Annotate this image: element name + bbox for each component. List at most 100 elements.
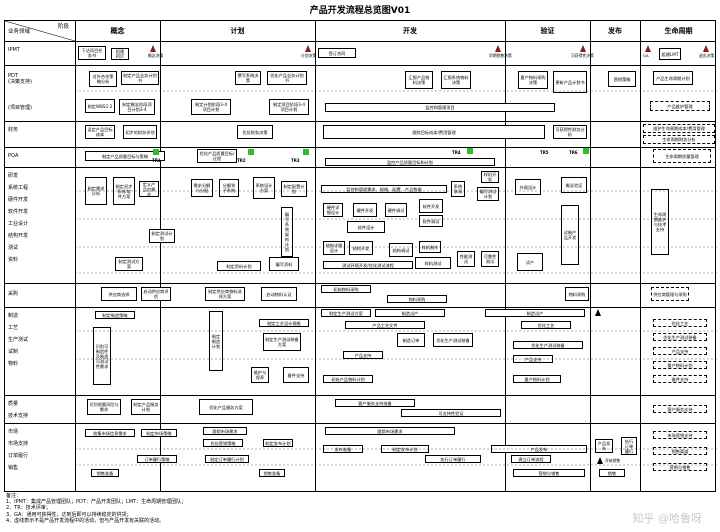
flow-box: 试制产品开发 bbox=[561, 205, 579, 265]
phase-plan: 计划 bbox=[230, 27, 245, 35]
flow-box: 更新产品计划书 bbox=[553, 71, 587, 93]
flow-box: 样机测试 bbox=[415, 257, 451, 269]
row-label-rd: 研发 系统工程 硬件开发 软件开发 工业设计 结构开发 测试 资料 bbox=[8, 173, 29, 263]
flow-box: 启动供应商评估 bbox=[141, 287, 171, 301]
flow-box: 制定产品业务计划书 bbox=[121, 71, 159, 85]
row-label-quality: 质量 技术支持 bbox=[8, 401, 29, 419]
flow-box: 试产 bbox=[517, 253, 543, 271]
phase-lifecycle: 生命周期 bbox=[664, 27, 693, 35]
row-label-purchase: 采购 bbox=[8, 291, 19, 297]
flow-grid: 阶段 业务领域 概念 计划 开发 验证 发布 生命周期 IPMT PDT (决策… bbox=[4, 20, 717, 492]
flow-box: 组建LMT bbox=[659, 48, 681, 60]
flow-box-dashed: 客户服务支持 bbox=[653, 405, 707, 413]
flow-box: 识别可制造性及制造可测试性需求 bbox=[93, 327, 111, 385]
tr-tag: TR5 bbox=[540, 150, 549, 155]
flow-box: 初始产品物料计划 bbox=[323, 375, 373, 383]
flow-box: 建立订单流程 bbox=[511, 455, 551, 463]
flow-box: 组建PDT bbox=[111, 48, 129, 60]
decision-triangle-icon bbox=[580, 45, 586, 52]
flow-box: 制定测试计划 bbox=[149, 229, 175, 243]
flow-box: 初步的财务评估 bbox=[123, 125, 157, 139]
flow-box-dashed: 销售渠道 bbox=[653, 447, 707, 455]
col-divider bbox=[505, 21, 506, 491]
flow-box: 可靠性测试 bbox=[481, 251, 499, 267]
header-corner: 阶段 业务领域 bbox=[5, 21, 75, 41]
flow-box: 营销与销售 bbox=[513, 469, 585, 477]
row-divider bbox=[5, 121, 715, 122]
flow-box: 制定制造计划 bbox=[209, 311, 223, 371]
flow-box: 生命周期维护与技术支持 bbox=[651, 189, 669, 255]
tr-tag: TR3 bbox=[291, 158, 300, 163]
flow-box: 硬件开发 bbox=[353, 203, 377, 217]
flow-box-dashed: 产品维护管理 bbox=[650, 101, 710, 111]
flow-box: 制定生产测试方案 bbox=[321, 309, 371, 317]
flow-box: 优化产品质量目标/过程 bbox=[197, 149, 237, 163]
row-divider bbox=[5, 423, 715, 424]
flow-box: 编写资料 bbox=[269, 257, 299, 271]
ga-label: GA bbox=[643, 53, 649, 58]
flow-box: 产品工艺文件 bbox=[345, 321, 425, 329]
flow-box: 发布准备 bbox=[323, 445, 363, 453]
flow-box: 跟踪市场需求 bbox=[325, 427, 455, 435]
flow-box: 制定供应商物料选择方案 bbox=[205, 287, 245, 301]
row-divider bbox=[5, 65, 715, 66]
tr-tag: TR6 bbox=[569, 150, 578, 155]
flow-box: 制定需求分析 bbox=[85, 177, 107, 205]
row-label-pqa: PQA bbox=[8, 153, 19, 159]
tr-square-icon bbox=[153, 149, 159, 155]
milestone-triangle-icon bbox=[595, 309, 601, 316]
flow-box: 分解到子系统 bbox=[219, 179, 239, 197]
flow-box: 制定市场策略 bbox=[141, 429, 177, 437]
flow-box: 制定资料计划 bbox=[217, 261, 261, 271]
flow-box: 制定WBS1-2 bbox=[85, 99, 115, 113]
tr-square-icon bbox=[583, 148, 589, 154]
flow-box: 优化产品服务方案 bbox=[199, 399, 253, 415]
flow-box: 制造试产 bbox=[485, 309, 585, 317]
flow-box: 优化产品业务计划书 bbox=[267, 71, 307, 85]
row-divider bbox=[5, 395, 715, 396]
decision-label: 可获得性决策 bbox=[571, 53, 594, 58]
flow-box: 制造试产 bbox=[375, 309, 445, 317]
decision-triangle-icon bbox=[150, 45, 156, 52]
flow-box: 硬件调试 bbox=[385, 203, 407, 217]
phase-verify: 验证 bbox=[540, 27, 555, 35]
flow-box: 制造订单 bbox=[397, 333, 425, 347]
flow-box: 需求分解与分配 bbox=[191, 179, 213, 197]
row-divider bbox=[5, 147, 715, 148]
flow-box: 样机制作 bbox=[419, 241, 441, 253]
flow-box-dashed: 生命周期质量管理 bbox=[653, 149, 711, 163]
decision-triangle-icon bbox=[703, 45, 709, 52]
decision-triangle-icon bbox=[305, 45, 311, 52]
flow-box-dashed: 生命周期财务分析 bbox=[643, 135, 715, 144]
row-divider bbox=[5, 41, 715, 42]
flow-box-dashed: 市场营销支持 bbox=[653, 431, 707, 439]
flow-box: 设定产品目标成本 bbox=[85, 125, 115, 139]
col-divider bbox=[315, 21, 316, 491]
flow-box: 软件开发 bbox=[419, 199, 443, 213]
flow-box: 定义产品包需求 bbox=[139, 181, 159, 197]
domain-label: 业务领域 bbox=[8, 29, 31, 35]
notes: 备注： 1、IPMT：集成产品管理团队；PDT：产品开发团队；LMT：生命周期管… bbox=[6, 493, 186, 524]
tr-tag: TR1 bbox=[152, 158, 161, 163]
flow-box: 软件调试 bbox=[419, 215, 443, 227]
col-divider bbox=[640, 21, 641, 491]
flow-box: 软件设计 bbox=[347, 221, 385, 233]
flow-box: 监控产品质量目标和计划 bbox=[325, 158, 495, 166]
flow-box: 跟踪市场需求 bbox=[203, 427, 247, 435]
flow-box: 对外合作策略分析 bbox=[89, 71, 117, 87]
flow-box: 执行订单履行 bbox=[621, 437, 637, 455]
row-label-finance: 财务 bbox=[8, 127, 19, 133]
flow-box: 备件支持 bbox=[283, 367, 309, 383]
flow-box: 监控和管理需求、规格、配置、产品数据 bbox=[321, 185, 447, 193]
tr-square-icon bbox=[248, 149, 254, 155]
flow-box: 供应商选择 bbox=[101, 287, 137, 301]
flow-box-dashed: 优化工艺 bbox=[653, 319, 707, 327]
flow-box: 维护与保养 bbox=[251, 367, 269, 383]
flow-box: 执行订单履行 bbox=[425, 455, 481, 463]
tr-square-icon bbox=[467, 148, 473, 154]
flow-box: 编写测试计划 bbox=[477, 187, 499, 201]
flow-box: 订单履行策略 bbox=[137, 455, 177, 463]
decision-label: 早期销售决策 bbox=[489, 53, 512, 58]
row-divider bbox=[5, 167, 715, 168]
flow-box-dashed: 备件支持 bbox=[653, 375, 707, 383]
